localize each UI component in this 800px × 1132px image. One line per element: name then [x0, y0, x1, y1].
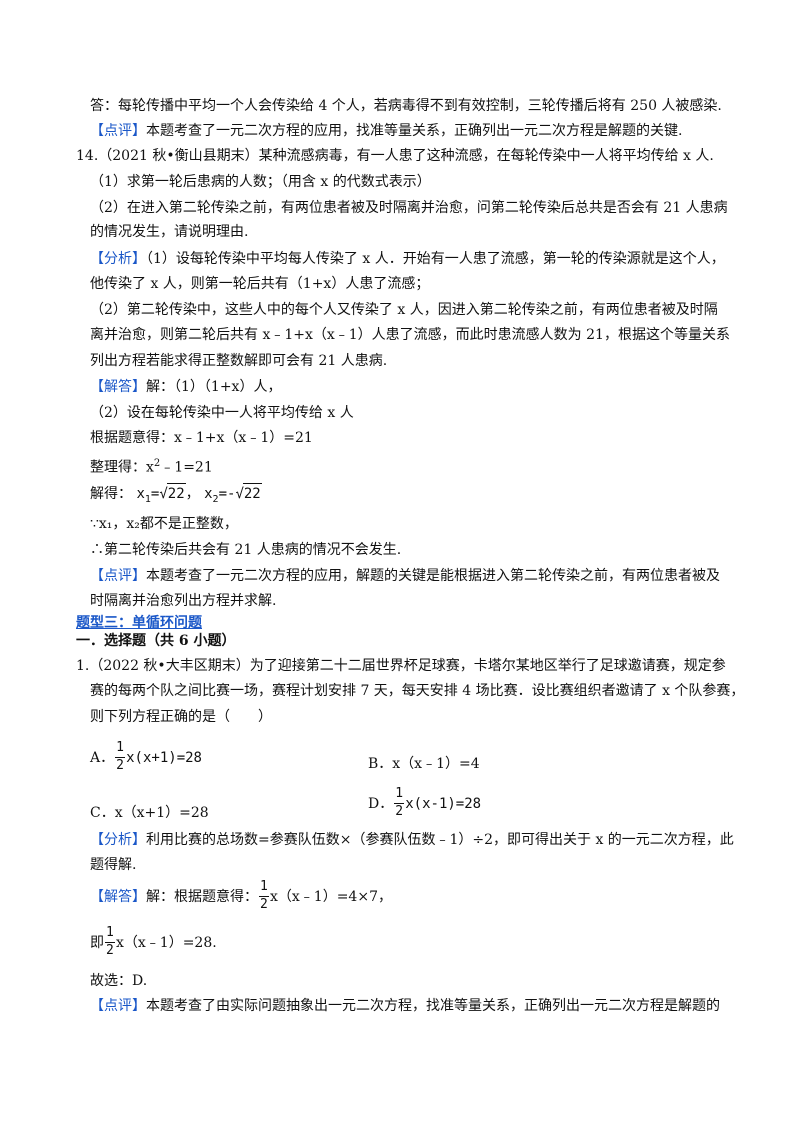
expr-part: 整理得：x [90, 459, 154, 476]
fraction-numerator: 1 [260, 879, 268, 894]
analysis-line-2: 他传染了 x 人，则第一轮后共有（1+x）人患了流感； [90, 276, 430, 292]
analysis-line-3: （2）第二轮传染中，这些人中的每个人又传染了 x 人，因进入第二轮传染之前，有两… [90, 302, 718, 318]
comment-14-line-2: 时隔离并治愈列出方程并求解. [90, 593, 277, 609]
comment-tag: 【点评】 [90, 998, 146, 1014]
question-14-part-1: （1）求第一轮后患病的人数；（用含 x 的代数式表示） [90, 174, 431, 190]
fraction-numerator: 1 [106, 925, 114, 940]
part-title: 一．选择题（共 6 小题） [76, 633, 236, 649]
solution-tag: 【解答】 [90, 889, 146, 905]
exponent: 2 [153, 458, 161, 469]
option-d-expr: x(x-1)=28 [405, 796, 482, 812]
comment-text: 本题考查了一元二次方程的应用，找准等量关系，正确列出一元二次方程是解题的关键. [146, 123, 683, 139]
option-a-label: A． [90, 750, 115, 766]
solution-line-1: 【解答】解：（1）（1+x）人， [90, 377, 281, 397]
section-title: 题型三：单循环问题 [76, 615, 202, 631]
root-1: x1=√22 [136, 483, 186, 505]
comment-line: 【点评】本题考查了一元二次方程的应用，找准等量关系，正确列出一元二次方程是解题的… [90, 121, 682, 141]
sub-1: 1 [144, 493, 151, 505]
solve-label: 解得： [90, 486, 132, 502]
analysis-line-1: 【分析】（1）设每轮传染中平均每人传染了 x 人．开始有一人患了流感，第一轮的传… [90, 249, 725, 269]
comment-1-line: 【点评】本题考查了由实际问题抽象出一元二次方程，找准等量关系，正确列出一元二次方… [90, 996, 720, 1016]
equals: = [150, 486, 160, 502]
answer-line: 答：每轮传播中平均一个人会传染给 4 个人，若病毒得不到有效控制，三轮传播后将有… [90, 98, 722, 114]
question-14-part-2: （2）在进入第二轮传染之前，有两位患者被及时隔离并治愈，问第二轮传染后总共是否会… [90, 200, 728, 216]
fraction-bar [115, 757, 126, 758]
fraction-denominator: 2 [106, 943, 114, 958]
solution-line-5: 解得： x1=√22， x2=-√22 [90, 483, 262, 510]
solution-line-4: 整理得：x2﹣1=21 [90, 454, 213, 478]
fraction-denominator: 2 [116, 758, 124, 773]
solution-expr: x（x﹣1）=4×7， [270, 889, 392, 905]
analysis-1-line-1: 【分析】利用比赛的总场数=参赛队伍数×（参赛队伍数﹣1）÷2，即可得出关于 x … [90, 830, 734, 850]
sub-2: 2 [212, 493, 219, 505]
sqrt-icon: √ [235, 486, 244, 502]
solution-line-2: （2）设在每轮传染中一人将平均传给 x 人 [90, 405, 354, 421]
solution-line-6: ∵x₁，x₂都不是正整数， [90, 516, 238, 532]
var-x1: x [136, 486, 145, 502]
solution-line-3: 根据题意得：x﹣1+x（x﹣1）=21 [90, 430, 313, 446]
comment-14-line-1: 【点评】本题考查了一元二次方程的应用，解题的关键是能根据进入第二轮传染之前，有两… [90, 566, 720, 586]
option-c[interactable]: C．x（x+1）=28 [90, 805, 209, 821]
analysis-line-4: 离并治愈，则第二轮后共有 x﹣1+x（x﹣1）人患了流感，而此时患流感人数为 2… [90, 327, 730, 343]
equals-neg: =- [218, 486, 236, 502]
solution-text: 即 [90, 935, 104, 951]
analysis-tag: 【分析】 [90, 832, 146, 848]
solution-text: 解：（1）（1+x）人， [146, 379, 282, 395]
option-a-expr: x(x+1)=28 [126, 750, 202, 766]
question-1-line-1: 1.（2022 秋•大丰区期末）为了迎接第二十二届世界杯足球赛，卡塔尔某地区举行… [76, 658, 726, 674]
question-1-line-3: 则下列方程正确的是（ ） [90, 709, 272, 725]
solution-text: 解：根据题意得： [146, 889, 258, 905]
fraction-denominator: 2 [260, 897, 268, 912]
analysis-text: （1）设每轮传染中平均每人传染了 x 人．开始有一人患了流感，第一轮的传染源就是… [146, 251, 725, 267]
fraction-numerator: 1 [395, 786, 404, 801]
fraction-denominator: 2 [395, 804, 404, 819]
solution-line-7: ∴第二轮传染后共会有 21 人患病的情况不会发生. [90, 542, 402, 558]
option-b[interactable]: B．x（x﹣1）=4 [368, 756, 480, 772]
comma: ， [185, 486, 200, 502]
solution-expr: x（x﹣1）=28. [116, 935, 217, 951]
comment-text: 本题考查了由实际问题抽象出一元二次方程，找准等量关系，正确列出一元二次方程是解题… [146, 998, 720, 1014]
comment-text: 本题考查了一元二次方程的应用，解题的关键是能根据进入第二轮传染之前，有两位患者被… [146, 568, 720, 584]
fraction-bar [105, 942, 115, 943]
solution-1-line-3: 故选：D. [90, 973, 148, 989]
question-1-line-2: 赛的每两个队之间比赛一场，赛程计划安排 7 天，每天安排 4 场比赛．设比赛组织… [90, 683, 745, 699]
comment-tag: 【点评】 [90, 123, 146, 139]
analysis-1-line-2: 题得解. [90, 857, 137, 873]
question-14: 14.（2021 秋•衡山县期末）某种流感病毒，有一人患了这种流感，在每轮传染中… [76, 148, 714, 164]
var-x2: x [204, 486, 213, 502]
expr-part: ﹣1=21 [160, 459, 213, 476]
solution-tag: 【解答】 [90, 379, 146, 395]
option-d-label: D． [368, 796, 394, 812]
analysis-text: 利用比赛的总场数=参赛队伍数×（参赛队伍数﹣1）÷2，即可得出关于 x 的一元二… [146, 832, 734, 848]
analysis-line-5: 列出方程若能求得正整数解即可会有 21 人患病. [90, 353, 388, 369]
sqrt-icon: √ [159, 486, 168, 502]
root-2: x2=-√22 [204, 483, 262, 505]
comment-tag: 【点评】 [90, 568, 146, 584]
analysis-tag: 【分析】 [90, 251, 146, 267]
radicand: 22 [242, 483, 262, 504]
fraction-bar [394, 803, 405, 804]
radicand: 22 [166, 483, 186, 504]
fraction-bar [259, 896, 269, 897]
question-14-part-2-cont: 的情况发生，请说明理由. [90, 224, 249, 240]
fraction-numerator: 1 [116, 740, 124, 755]
